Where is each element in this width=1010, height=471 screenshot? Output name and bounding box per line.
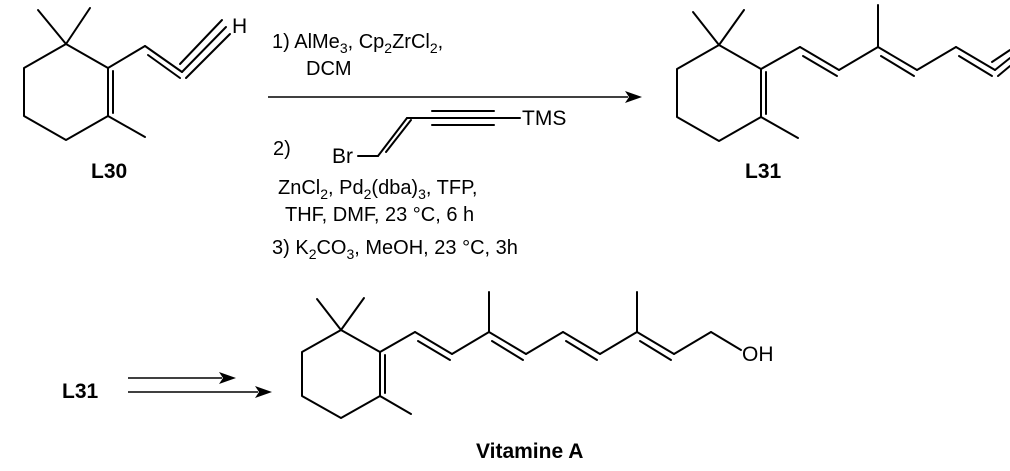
terminal-h-atom: H xyxy=(232,15,247,38)
condition-step3: 3) K2CO3, MeOH, 23 °C, 3h xyxy=(272,237,518,262)
compound-label-vitamin-a: Vitamine A xyxy=(476,440,583,463)
condition-step1-solvent: DCM xyxy=(306,58,352,80)
reagent-br-atom: Br xyxy=(332,145,353,168)
reaction-arrow-1 xyxy=(268,91,642,103)
hydroxyl-group: OH xyxy=(742,343,774,366)
multistep-arrow xyxy=(128,372,272,398)
compound-label-l31: L31 xyxy=(745,160,782,183)
compound-label-l30: L30 xyxy=(91,160,127,183)
compound-label-l31-start: L31 xyxy=(62,380,99,403)
condition-step2-solvents: THF, DMF, 23 °C, 6 h xyxy=(285,204,474,226)
condition-step1: 1) AlMe3, Cp2ZrCl2, xyxy=(272,31,443,56)
condition-step2-catalysts: ZnCl2, Pd2(dba)3, TFP, xyxy=(278,177,477,202)
condition-step2-number: 2) xyxy=(273,138,291,160)
structure-l30 xyxy=(23,7,231,141)
reagent-tms-group: TMS xyxy=(522,107,566,130)
structure-vitamin-a xyxy=(301,291,742,419)
structure-bromoenyne-reagent xyxy=(357,110,521,157)
structure-l31 xyxy=(676,4,1010,142)
